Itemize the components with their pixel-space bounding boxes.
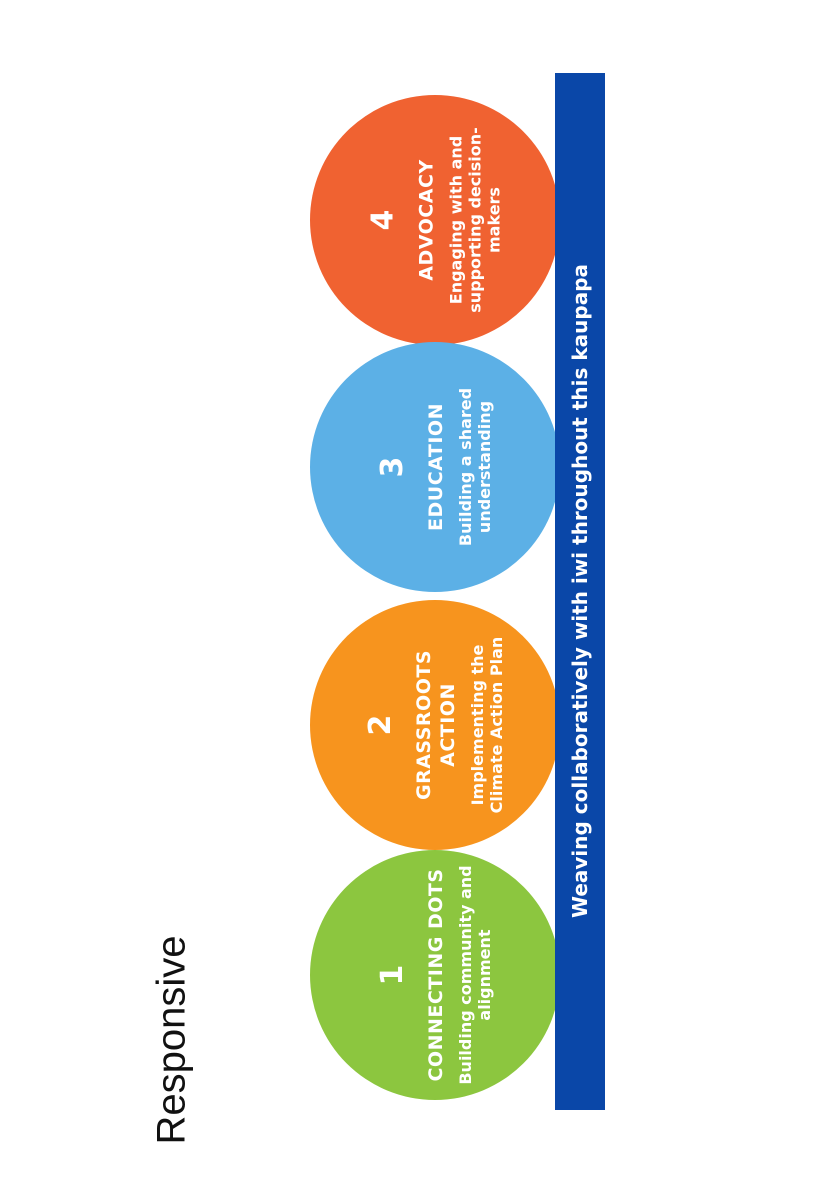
kaupapa-diagram: 4 ADVOCACY Engaging with and supporting … [310,70,610,1115]
step-number: 4 [365,209,401,231]
step-description: Implementing the Climate Action Plan [468,636,506,814]
step-text: 3 EDUCATION Building a shared understand… [375,352,494,582]
step-circle-advocacy: 4 ADVOCACY Engaging with and supporting … [310,95,560,345]
step-description: Engaging with and supporting decision-ma… [446,127,504,313]
step-title: GRASSROOTS ACTION [413,649,459,801]
step-circle-connecting-dots: 1 CONNECTING DOTS Building community and… [310,850,560,1100]
kaupapa-band: Weaving collaboratively with iwi through… [555,73,605,1110]
step-number: 1 [375,964,410,986]
band-text: Weaving collaboratively with iwi through… [568,263,592,919]
step-title: ADVOCACY [415,159,438,281]
step-text: 2 GRASSROOTS ACTION Implementing the Cli… [363,610,506,840]
step-description: Building a shared understanding [456,387,494,547]
step-number: 2 [363,714,398,736]
step-circle-grassroots-action: 2 GRASSROOTS ACTION Implementing the Cli… [310,600,560,850]
step-circle-education: 3 EDUCATION Building a shared understand… [310,342,560,592]
heading-text: Responsive [149,935,194,1145]
step-description: Building community and alignment [456,865,494,1085]
step-title: EDUCATION [425,403,447,531]
step-text: 4 ADVOCACY Engaging with and supporting … [365,105,504,335]
step-title: CONNECTING DOTS [425,868,447,1082]
step-number: 3 [375,456,410,478]
step-text: 1 CONNECTING DOTS Building community and… [375,860,494,1090]
